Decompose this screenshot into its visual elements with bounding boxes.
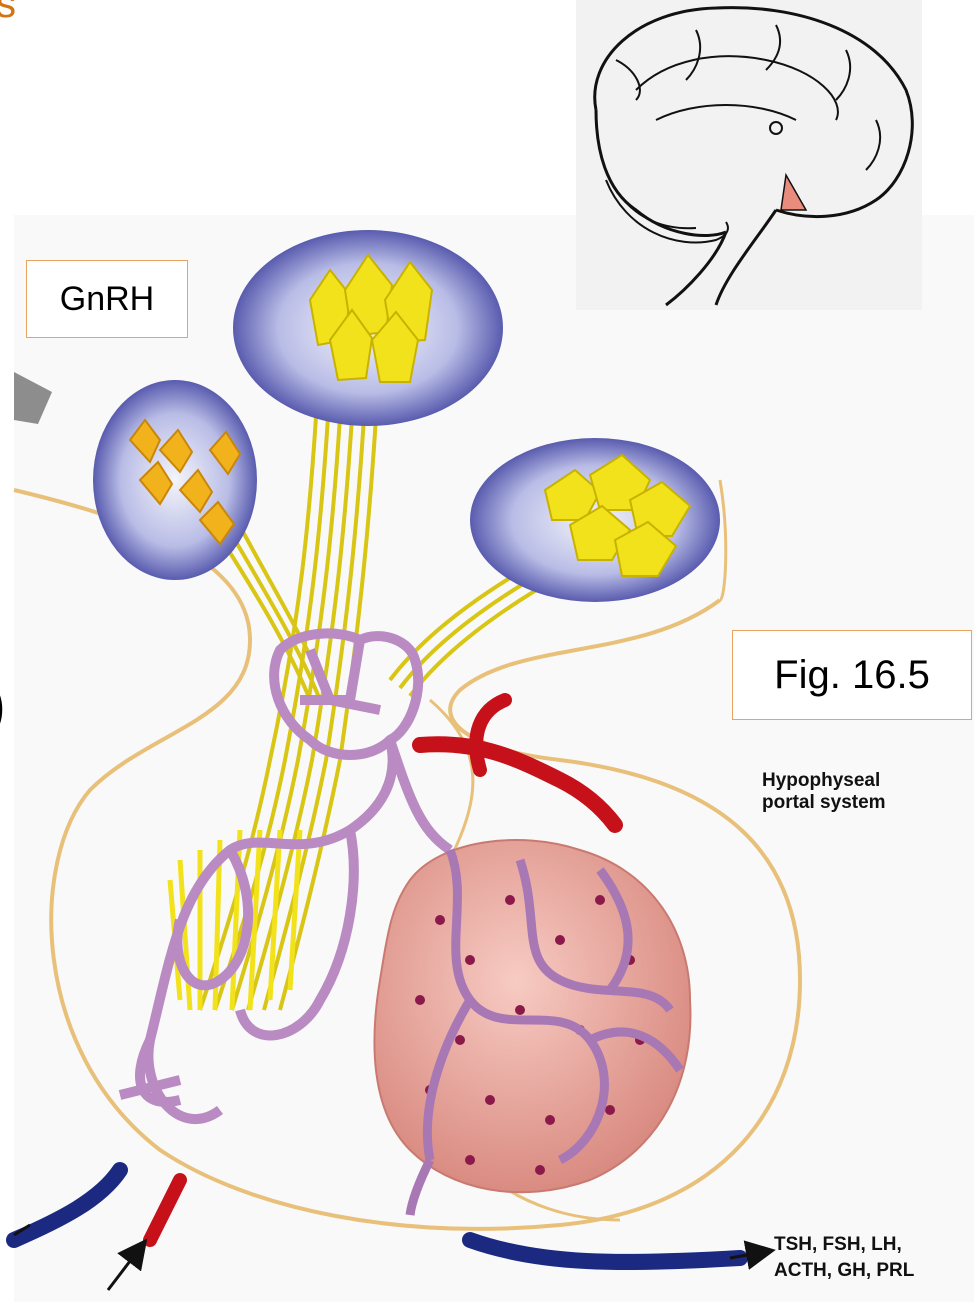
- slide-title-fragment: s: [0, 0, 16, 27]
- brain-sagittal-icon: [576, 0, 922, 310]
- diagram-title-line2: portal system: [762, 792, 886, 814]
- gnrh-label: GnRH: [26, 260, 188, 338]
- nucleus-left: [93, 380, 257, 580]
- figure-reference-label: Fig. 16.5: [732, 630, 972, 720]
- hormone-list-line1: TSH, FSH, LH,: [774, 1232, 914, 1258]
- hormone-list-line2: ACTH, GH, PRL: [774, 1258, 914, 1284]
- left-text-fragment: ): [0, 670, 6, 739]
- hormone-output-list: TSH, FSH, LH, ACTH, GH, PRL: [774, 1232, 914, 1284]
- diagram-title-line1: Hypophyseal: [762, 770, 886, 792]
- diagram-title: Hypophyseal portal system: [762, 770, 886, 814]
